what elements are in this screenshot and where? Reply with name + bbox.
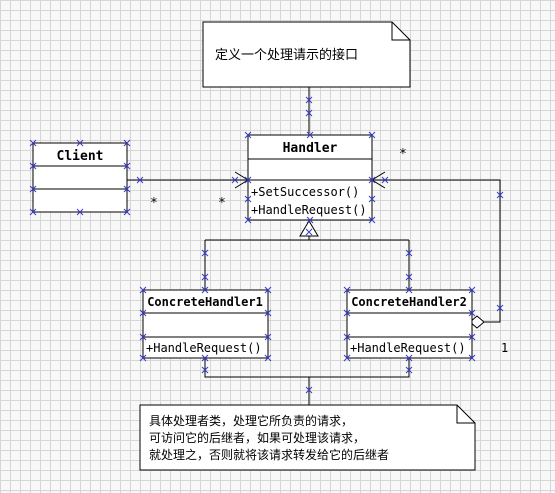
handler-box [247, 134, 373, 221]
concrete2-box [346, 289, 473, 359]
selection-handle-icon [123, 208, 131, 216]
note-fold [391, 22, 410, 41]
selection-handle-icon [201, 273, 209, 281]
selection-handle-icon [29, 139, 37, 147]
selection-handle-icon [201, 366, 209, 374]
selection-handle-icon [306, 216, 314, 224]
selection-handle-icon [343, 333, 351, 341]
interface-note-text: 定义一个处理请示的接口 [215, 47, 358, 63]
selection-handle-icon [29, 162, 37, 170]
selection-handle-icon [244, 131, 252, 139]
selection-handle-icon [139, 333, 147, 341]
selection-handle-icon [368, 216, 376, 224]
selection-handle-icon [139, 286, 147, 294]
concrete1-op-handlerequest: +HandleRequest() [146, 341, 262, 355]
selection-handle-icon [264, 286, 272, 294]
selection-handle-icon [123, 139, 131, 147]
selection-handle-icon [405, 286, 413, 294]
concrete1-box [142, 289, 269, 359]
selection-handle-icon [381, 176, 389, 184]
selection-handle-icon [244, 176, 252, 184]
multiplicity-handler-left: * [218, 196, 226, 211]
selection-handle-icon [139, 354, 147, 362]
selection-handle-icon [306, 131, 314, 139]
selection-handle-icon [405, 366, 413, 374]
selection-handle-icon [201, 354, 209, 362]
selection-handle-icon [305, 228, 313, 236]
class-client[interactable]: Client [32, 142, 128, 213]
interface-note[interactable]: 定义一个处理请示的接口 [202, 21, 411, 88]
selection-handle-icon [368, 131, 376, 139]
selection-handle-icon [264, 333, 272, 341]
selection-handle-icon [305, 386, 313, 394]
handler-op-handlerequest: +HandleRequest() [251, 203, 367, 217]
selection-handle-icon [368, 195, 376, 203]
concrete2-class-name: ConcreteHandler2 [351, 295, 467, 309]
selection-handle-icon [305, 96, 313, 104]
selection-handle-icon [468, 309, 476, 317]
selection-handle-icon [343, 354, 351, 362]
note-fold [456, 405, 475, 424]
concrete1-class-name: ConcreteHandler1 [147, 295, 263, 309]
selection-handles [29, 96, 504, 394]
selection-handle-icon [76, 208, 84, 216]
concrete-note-line-2: 可访问它的后继者，如果可处理该请求， [149, 430, 365, 445]
note-link-bracket[interactable] [204, 358, 410, 378]
selection-handle-icon [264, 309, 272, 317]
selection-handle-icon [343, 309, 351, 317]
concrete-note-line-3: 就处理之，否则就将该请求转发给它的后继者 [149, 447, 389, 462]
selection-handle-icon [496, 191, 504, 199]
aggregation-diamond-icon [469, 315, 485, 329]
multiplicity-client-end: * [150, 196, 158, 211]
handler-op-setsuccessor: +SetSuccessor() [251, 185, 359, 199]
concrete-note[interactable]: 具体处理者类，处理它所负责的请求， 可访问它的后继者，如果可处理该请求， 就处理… [139, 404, 476, 471]
multiplicity-successor-end: 1 [501, 341, 508, 355]
selection-handle-icon [368, 176, 376, 184]
class-handler[interactable]: Handler +SetSuccessor() +HandleRequest() [247, 134, 373, 221]
selection-handle-icon [468, 354, 476, 362]
selection-handle-icon [201, 286, 209, 294]
selection-handle-icon [139, 309, 147, 317]
selection-handle-icon [231, 176, 239, 184]
selection-handle-icon [405, 249, 413, 257]
selection-handle-icon [305, 109, 313, 117]
class-concretehandler2[interactable]: ConcreteHandler2 +HandleRequest() [346, 289, 473, 359]
concrete-note-line-1: 具体处理者类，处理它所负责的请求， [149, 413, 353, 428]
selection-handle-icon [405, 354, 413, 362]
concrete2-op-handlerequest: +HandleRequest() [350, 341, 466, 355]
selection-handle-icon [201, 249, 209, 257]
class-concretehandler1[interactable]: ConcreteHandler1 +HandleRequest() [142, 289, 269, 359]
selection-handle-icon [468, 286, 476, 294]
selection-handle-icon [123, 162, 131, 170]
selection-handle-icon [496, 304, 504, 312]
selection-handle-icon [264, 354, 272, 362]
selection-handle-icon [244, 195, 252, 203]
successor-association-line[interactable] [372, 179, 501, 323]
selection-handle-icon [29, 208, 37, 216]
note-shape [139, 404, 476, 471]
selection-handle-icon [405, 273, 413, 281]
generalization-triangle-icon [299, 220, 319, 237]
multiplicity-handler-right: * [399, 147, 407, 162]
selection-handle-icon [244, 216, 252, 224]
selection-handle-icon [136, 176, 144, 184]
note-shape [202, 21, 411, 88]
selection-handle-icon [29, 185, 37, 193]
client-class-name: Client [57, 149, 104, 164]
selection-handle-icon [76, 139, 84, 147]
selection-handle-icon [123, 185, 131, 193]
selection-handle-icon [468, 333, 476, 341]
handler-class-name: Handler [283, 141, 338, 156]
selection-handle-icon [343, 286, 351, 294]
